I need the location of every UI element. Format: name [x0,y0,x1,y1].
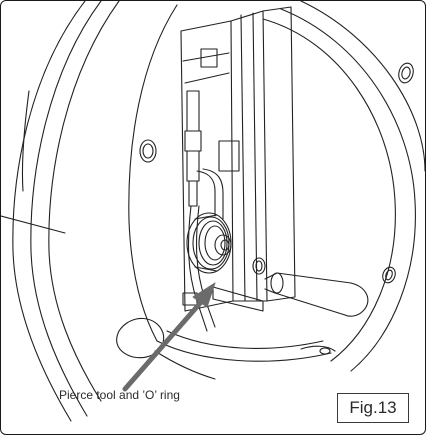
right-casing [262,1,425,372]
pointer-arrow [122,282,216,392]
figure-caption: Pierce tool and ’O’ ring [59,388,180,402]
pierce-tool-o-ring [186,212,232,274]
lower-fixing [116,317,336,380]
inner-opening [128,4,332,362]
back-panel [180,6,296,312]
figure-number-label: Fig.13 [337,393,409,423]
outer-casing [1,1,120,422]
gas-cylinder [264,272,369,317]
